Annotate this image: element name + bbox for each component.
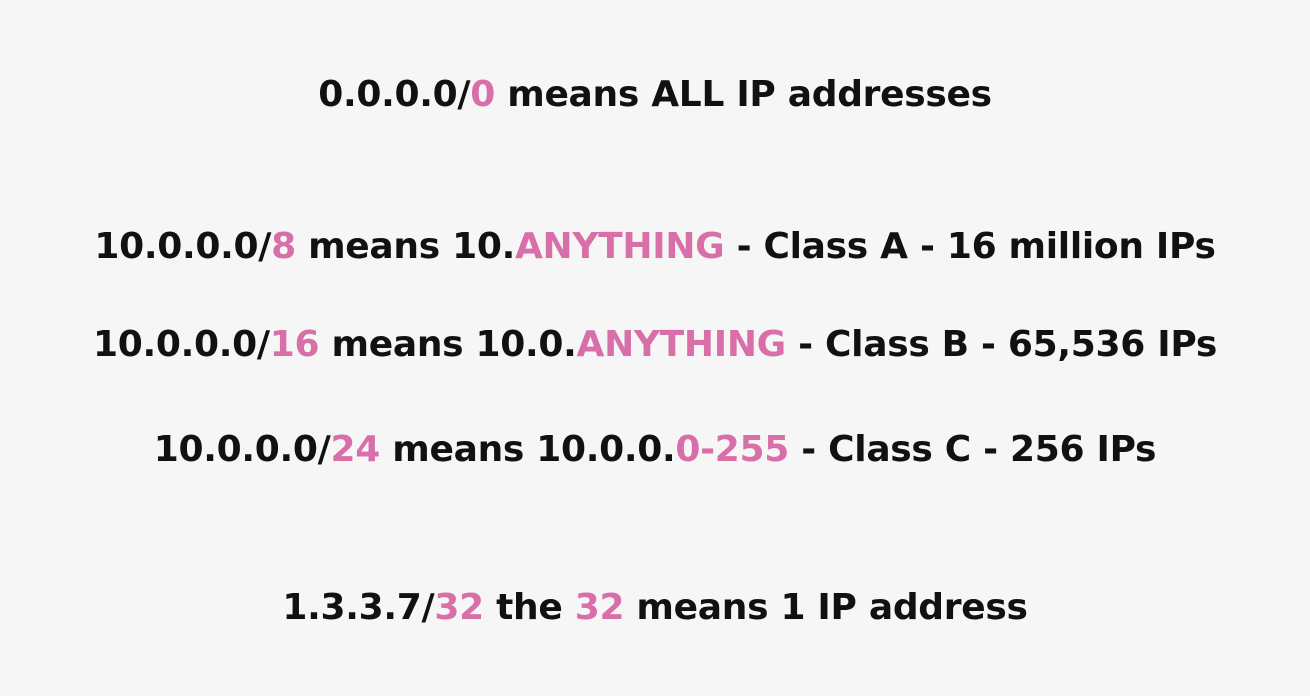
prefix-length-highlight: 8 <box>271 226 296 267</box>
range-highlight: 0-255 <box>675 429 790 470</box>
cidr-line-class-c: 10.0.0.0/24 means 10.0.0.0-255 - Class C… <box>0 426 1310 474</box>
prefix-length-highlight: 16 <box>269 324 320 365</box>
line-text: means 1 IP address <box>624 587 1028 628</box>
wildcard-highlight: ANYTHING <box>576 324 787 365</box>
line-text: the <box>483 587 575 628</box>
line-text: means 10.0.0. <box>380 429 676 470</box>
wildcard-highlight: ANYTHING <box>514 226 725 267</box>
cidr-line-single-address: 1.3.3.7/32 the 32 means 1 IP address <box>0 584 1310 632</box>
line-text: 0.0.0.0/ <box>318 74 471 115</box>
line-text: means 10.0. <box>319 324 577 365</box>
line-text: 10.0.0.0/ <box>93 324 270 365</box>
line-text: - Class B - 65,536 IPs <box>785 324 1217 365</box>
line-text: - Class C - 256 IPs <box>789 429 1157 470</box>
line-text: - Class A - 16 million IPs <box>724 226 1216 267</box>
line-text: 1.3.3.7/ <box>282 587 435 628</box>
prefix-length-highlight: 24 <box>330 429 381 470</box>
prefix-length-highlight: 32 <box>434 587 484 628</box>
line-text: means ALL IP addresses <box>495 74 992 115</box>
line-text: 10.0.0.0/ <box>153 429 331 470</box>
cidr-line-class-a: 10.0.0.0/8 means 10.ANYTHING - Class A -… <box>0 223 1310 271</box>
cidr-line-class-b: 10.0.0.0/16 means 10.0.ANYTHING - Class … <box>0 321 1310 369</box>
line-text: means 10. <box>295 226 515 267</box>
prefix-length-highlight: 0 <box>470 74 495 115</box>
line-text: 10.0.0.0/ <box>94 226 272 267</box>
prefix-length-highlight: 32 <box>574 587 625 628</box>
cidr-line-all-addresses: 0.0.0.0/0 means ALL IP addresses <box>0 71 1310 119</box>
